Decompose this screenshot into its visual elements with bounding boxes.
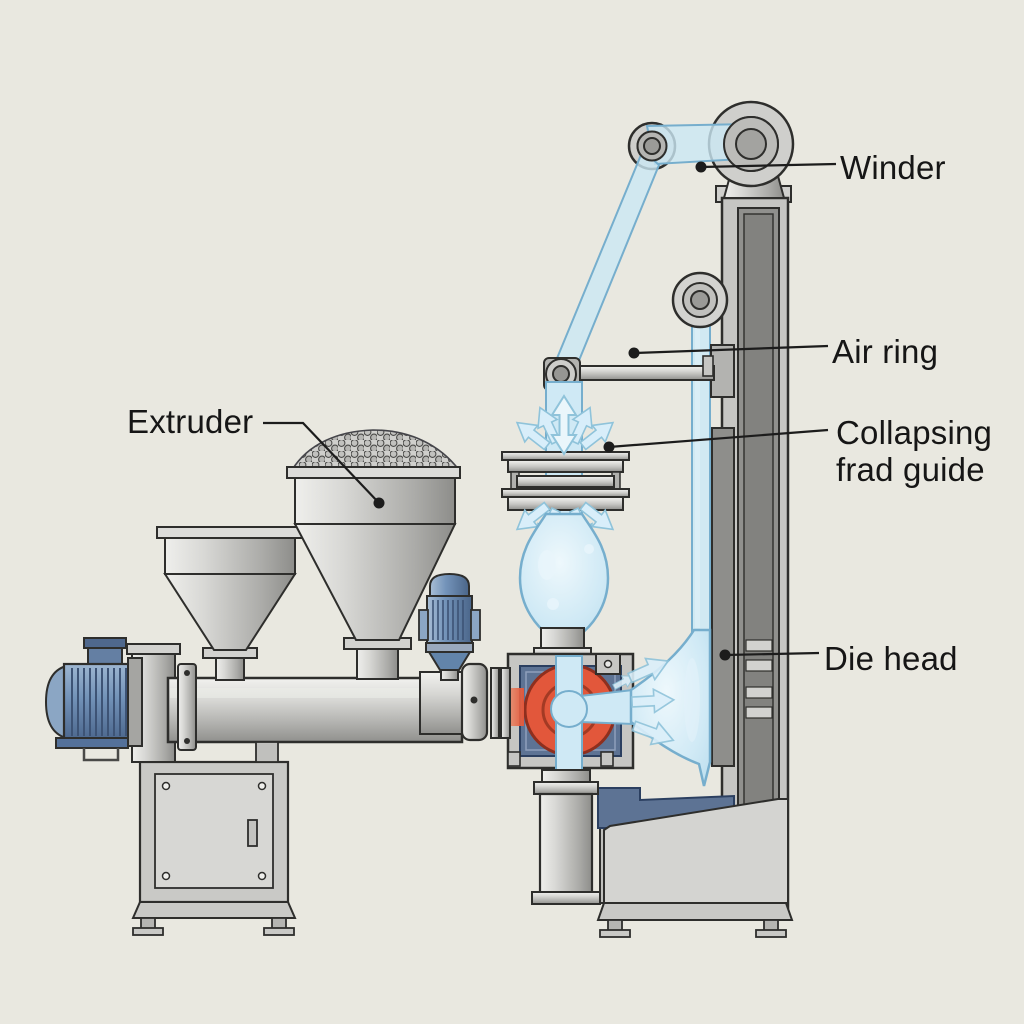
extruder [44,429,511,936]
winder-leader [700,162,837,169]
left-base-skirt [131,901,297,919]
die-head-label: Die head [824,640,958,677]
double-vertical-arrow [550,394,578,456]
upper-guide-roller [671,271,729,633]
die-head-leader [724,651,820,657]
conduit-pipe [82,748,120,762]
motor-feet [55,737,129,749]
die-head [496,627,635,905]
pump-motor-fins [432,600,464,640]
motor-end-cap [44,664,67,740]
motor-junction-box [83,637,127,649]
winder [551,100,795,382]
barrel-end-flange [460,662,511,742]
air-ring-leader [633,344,829,355]
die-collar [540,627,585,651]
extruder-barrel [166,663,464,763]
motor-fins [71,668,127,736]
blown-film-trumpet [610,628,712,787]
electrical-cabinet [131,760,297,936]
air-ring-label: Air ring [832,333,939,370]
extruder-leader [263,421,380,504]
collapsing-guide-label: Collapsing frad guide [836,414,992,488]
barrel-support [255,741,279,763]
melt-channel-exit [579,688,634,726]
extruder-label: Extruder [127,403,254,440]
collapsing-leader [608,428,829,449]
film-bubble [518,512,610,638]
support-column [715,185,792,910]
collapsing-guide-label-line2: frad guide [836,451,985,488]
machine-base-right [596,787,794,938]
melt-core [550,690,588,728]
collapsing-guide-label-line1: Collapsing [836,414,993,451]
film-web-diagonal [551,148,661,382]
winder-label: Winder [840,149,946,186]
base-skirt [596,902,794,921]
die-support-cylinder [531,769,601,905]
column-vent-slots [745,639,773,719]
feed-hopper-small [156,526,304,681]
cabinet-handle [247,819,258,847]
plastic-pellets [290,429,461,471]
leader-lines [263,161,837,661]
collapsing-panel [711,427,735,767]
extruder-motor [44,637,143,762]
feed-hopper-large [286,429,461,680]
gear-pump-motor [418,572,481,681]
